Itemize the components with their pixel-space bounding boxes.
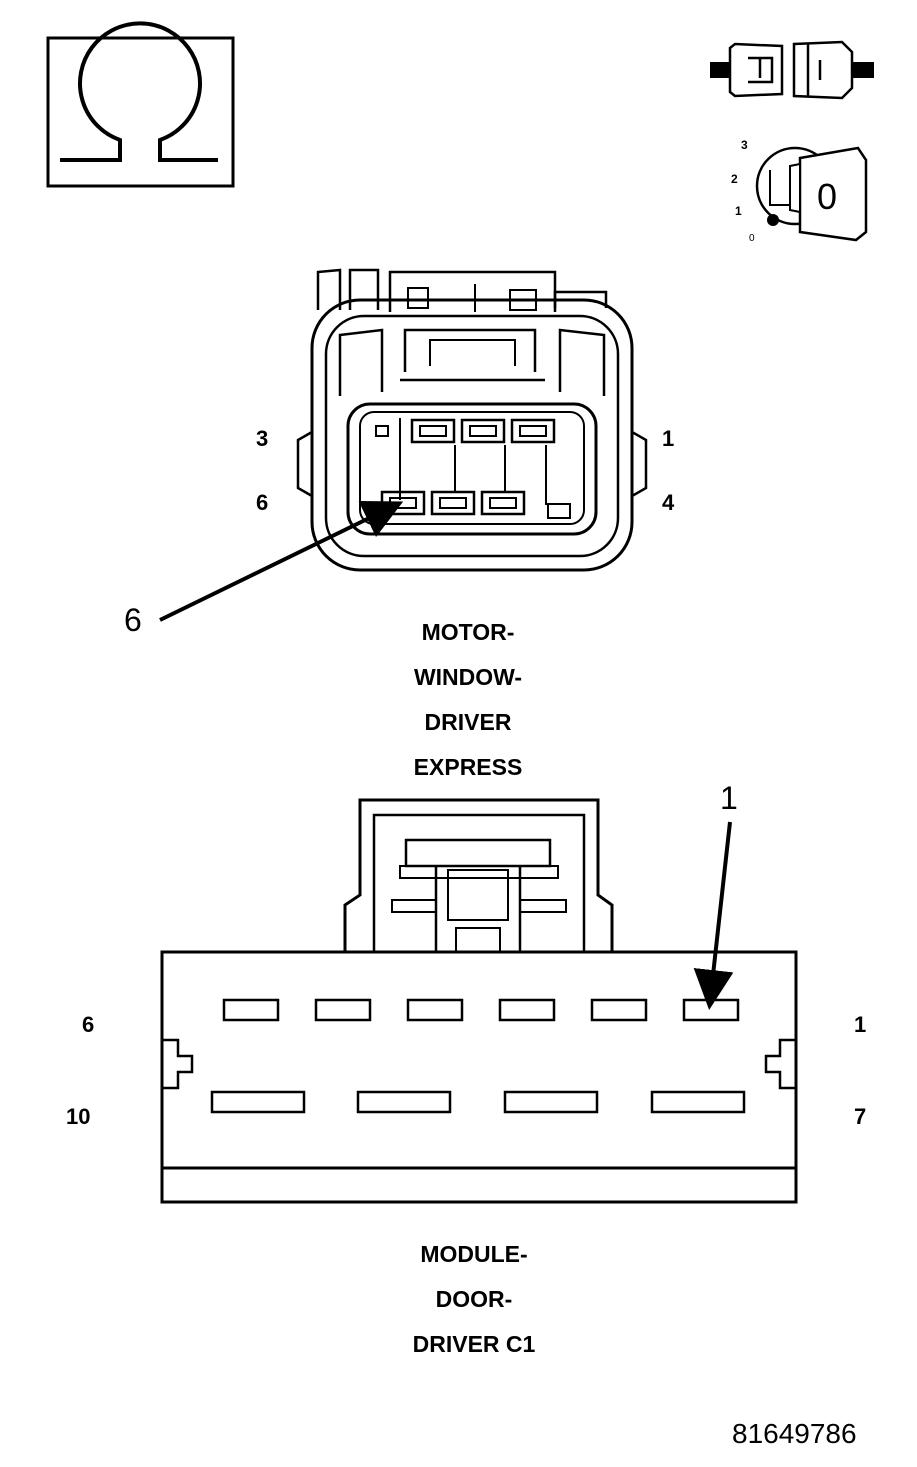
callout-arrow-pin-6 bbox=[159, 501, 404, 622]
door-module-connector-name: MODULE- DOOR- DRIVER C1 bbox=[354, 1232, 594, 1367]
figure-id: 81649786 bbox=[732, 1418, 857, 1449]
connector-name-line: EXPRESS bbox=[413, 754, 523, 780]
callout-label-6: 6 bbox=[124, 602, 142, 638]
ohm-symbol-icon bbox=[46, 21, 235, 188]
callout-arrow-pin-1 bbox=[693, 821, 734, 1010]
window-motor-connector bbox=[296, 268, 648, 572]
ignition-position-3: 3 bbox=[741, 138, 748, 152]
connector-name-line: MODULE- bbox=[420, 1241, 528, 1267]
ignition-key-off-icon bbox=[755, 146, 868, 242]
ignition-position-2: 2 bbox=[731, 172, 738, 186]
connector-name-line: DRIVER C1 bbox=[412, 1331, 536, 1357]
door-module-pin-label-6: 6 bbox=[82, 1012, 95, 1037]
connector-name-line: DOOR- bbox=[435, 1286, 513, 1312]
connector-disconnect-icon bbox=[710, 40, 874, 100]
window-motor-pin-label-4: 4 bbox=[662, 490, 675, 515]
door-module-pin-label-10: 10 bbox=[66, 1104, 91, 1129]
callout-label-1: 1 bbox=[720, 780, 738, 816]
window-motor-connector-name: MOTOR- WINDOW- DRIVER EXPRESS bbox=[348, 610, 588, 790]
door-module-pin-label-1: 1 bbox=[854, 1012, 867, 1037]
ignition-key-label: 0 bbox=[817, 176, 838, 217]
ignition-position-1: 1 bbox=[735, 204, 742, 218]
window-motor-pin-label-1: 1 bbox=[662, 426, 675, 451]
connector-name-line: WINDOW- bbox=[413, 664, 523, 690]
window-motor-pin-label-3: 3 bbox=[256, 426, 269, 451]
connector-name-line: MOTOR- bbox=[421, 619, 515, 645]
door-module-connector bbox=[160, 798, 798, 1204]
door-module-pin-label-7: 7 bbox=[854, 1104, 867, 1129]
ignition-position-0: 0 bbox=[749, 233, 755, 244]
window-motor-pin-label-6: 6 bbox=[256, 490, 269, 515]
connector-name-line: DRIVER bbox=[424, 709, 512, 735]
